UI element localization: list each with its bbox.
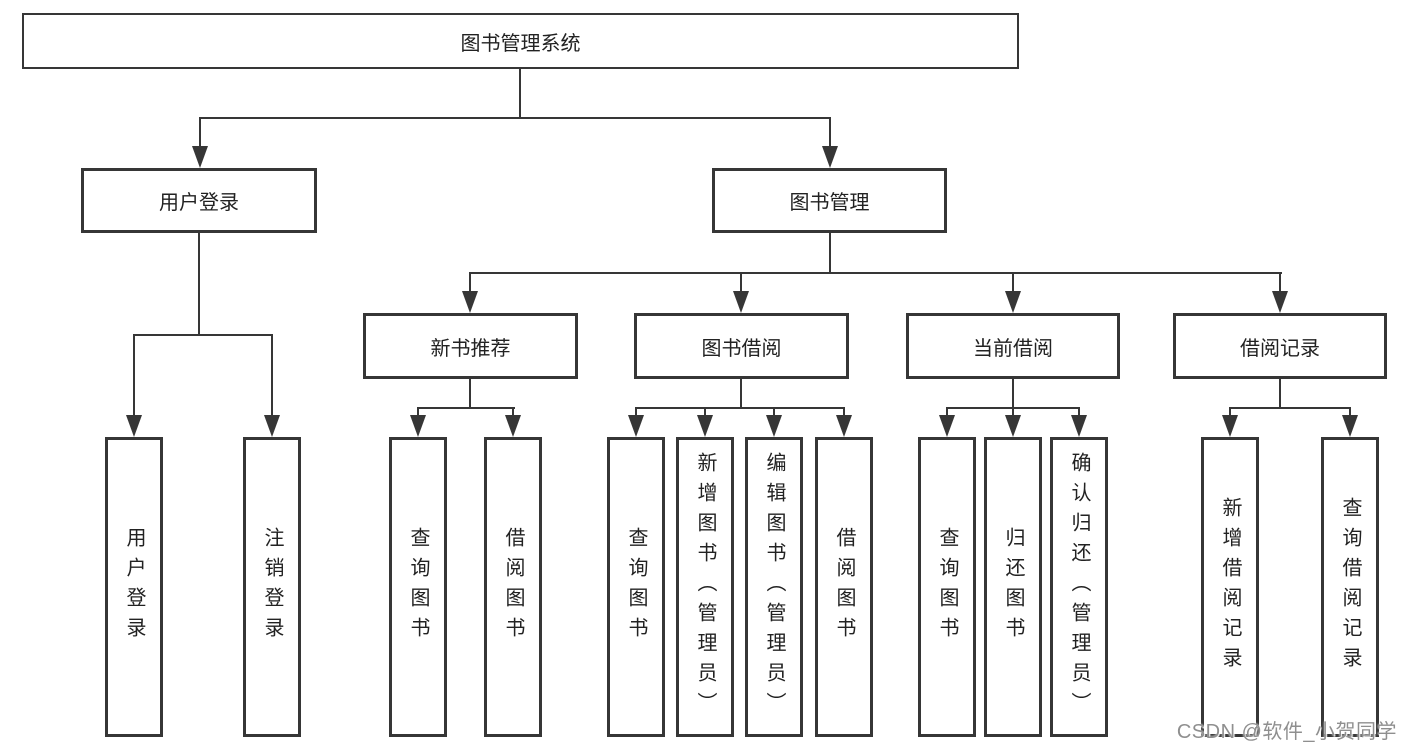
- connector-line: [635, 407, 637, 419]
- connector-line: [199, 117, 831, 119]
- node-label: 图书管理: [789, 192, 870, 214]
- arrow-down-icon: [1005, 291, 1021, 313]
- node-label: 查询图书: [625, 527, 647, 647]
- connector-line: [829, 233, 831, 274]
- node-leaf-query-books-current: 查询图书: [918, 437, 976, 737]
- node-label: 确认归还（管理员）: [1068, 452, 1090, 722]
- connector-line: [773, 407, 775, 419]
- arrow-down-icon: [1005, 415, 1021, 437]
- connector-line: [1229, 407, 1231, 419]
- node-user-login-group: 用户登录: [81, 168, 317, 233]
- arrow-down-icon: [410, 415, 426, 437]
- node-leaf-confirm-return-admin: 确认归还（管理员）: [1050, 437, 1108, 737]
- arrow-down-icon: [505, 415, 521, 437]
- node-book-borrowing: 图书借阅: [634, 313, 849, 379]
- node-borrowing-records: 借阅记录: [1173, 313, 1387, 379]
- csdn-watermark: CSDN @软件_小贺同学: [1176, 721, 1397, 743]
- connector-line: [469, 272, 1282, 274]
- arrow-down-icon: [264, 415, 280, 437]
- connector-line: [199, 117, 201, 150]
- node-leaf-query-books-borrowing: 查询图书: [607, 437, 665, 737]
- connector-line: [704, 407, 706, 419]
- connector-line: [417, 407, 419, 419]
- arrow-down-icon: [836, 415, 852, 437]
- node-label: 新增借阅记录: [1219, 497, 1241, 677]
- node-label: 编辑图书（管理员）: [763, 452, 785, 722]
- arrow-down-icon: [126, 415, 142, 437]
- connector-line: [469, 272, 471, 295]
- node-label: 用户登录: [159, 192, 239, 214]
- arrow-down-icon: [1272, 291, 1288, 313]
- node-leaf-logout: 注销登录: [243, 437, 301, 737]
- connector-line: [1078, 407, 1080, 419]
- node-leaf-add-borrow-record: 新增借阅记录: [1201, 437, 1259, 737]
- connector-line: [133, 334, 135, 419]
- arrow-down-icon: [822, 146, 838, 168]
- node-leaf-return-books: 归还图书: [984, 437, 1042, 737]
- connector-line: [1012, 407, 1014, 419]
- node-leaf-add-book-admin: 新增图书（管理员）: [676, 437, 734, 737]
- connector-line: [946, 407, 948, 419]
- node-label: 新书推荐: [430, 337, 511, 360]
- connector-line: [469, 379, 471, 409]
- arrow-down-icon: [192, 146, 208, 168]
- connector-line: [417, 407, 515, 409]
- connector-line: [843, 407, 845, 419]
- node-label: 用户登录: [123, 527, 145, 647]
- arrow-down-icon: [766, 415, 782, 437]
- connector-line: [635, 407, 845, 409]
- node-label: 查询图书: [407, 527, 429, 647]
- node-label: 查询图书: [936, 527, 958, 647]
- arrow-down-icon: [697, 415, 713, 437]
- node-label: 当前借阅: [973, 337, 1053, 360]
- arrow-down-icon: [462, 291, 478, 313]
- node-library-management-system: 图书管理系统: [22, 13, 1019, 69]
- arrow-down-icon: [939, 415, 955, 437]
- connector-line: [133, 334, 273, 336]
- node-current-borrowing: 当前借阅: [906, 313, 1120, 379]
- arrow-down-icon: [628, 415, 644, 437]
- node-label: 新增图书（管理员）: [694, 452, 716, 722]
- node-leaf-borrow-books-recommend: 借阅图书: [484, 437, 542, 737]
- arrow-down-icon: [1222, 415, 1238, 437]
- node-label: 查询借阅记录: [1339, 497, 1361, 677]
- arrow-down-icon: [733, 291, 749, 313]
- connector-line: [1012, 272, 1014, 295]
- node-leaf-query-borrow-record: 查询借阅记录: [1321, 437, 1379, 737]
- node-leaf-user-login: 用户登录: [105, 437, 163, 737]
- node-leaf-query-books-recommend: 查询图书: [389, 437, 447, 737]
- node-label: 图书借阅: [701, 337, 782, 360]
- node-label: 归还图书: [1002, 527, 1024, 647]
- connector-line: [1012, 379, 1014, 409]
- node-leaf-borrow-books: 借阅图书: [815, 437, 873, 737]
- connector-line: [271, 334, 273, 419]
- connector-line: [1279, 379, 1281, 409]
- connector-line: [740, 272, 742, 295]
- node-label: 借阅图书: [502, 527, 524, 647]
- connector-line: [512, 407, 514, 419]
- node-leaf-edit-book-admin: 编辑图书（管理员）: [745, 437, 803, 737]
- node-book-management: 图书管理: [712, 168, 947, 233]
- connector-line: [740, 379, 742, 409]
- connector-line: [1279, 272, 1281, 295]
- connector-line: [1229, 407, 1351, 409]
- node-label: 借阅记录: [1240, 337, 1320, 360]
- connector-line: [198, 233, 200, 335]
- arrow-down-icon: [1342, 415, 1358, 437]
- connector-line: [1349, 407, 1351, 419]
- node-label: 注销登录: [261, 527, 283, 647]
- node-new-book-recommendation: 新书推荐: [363, 313, 578, 379]
- node-label: 借阅图书: [833, 527, 855, 647]
- connector-line: [829, 117, 831, 150]
- node-label: 图书管理系统: [460, 32, 581, 55]
- connector-line: [519, 69, 521, 118]
- arrow-down-icon: [1071, 415, 1087, 437]
